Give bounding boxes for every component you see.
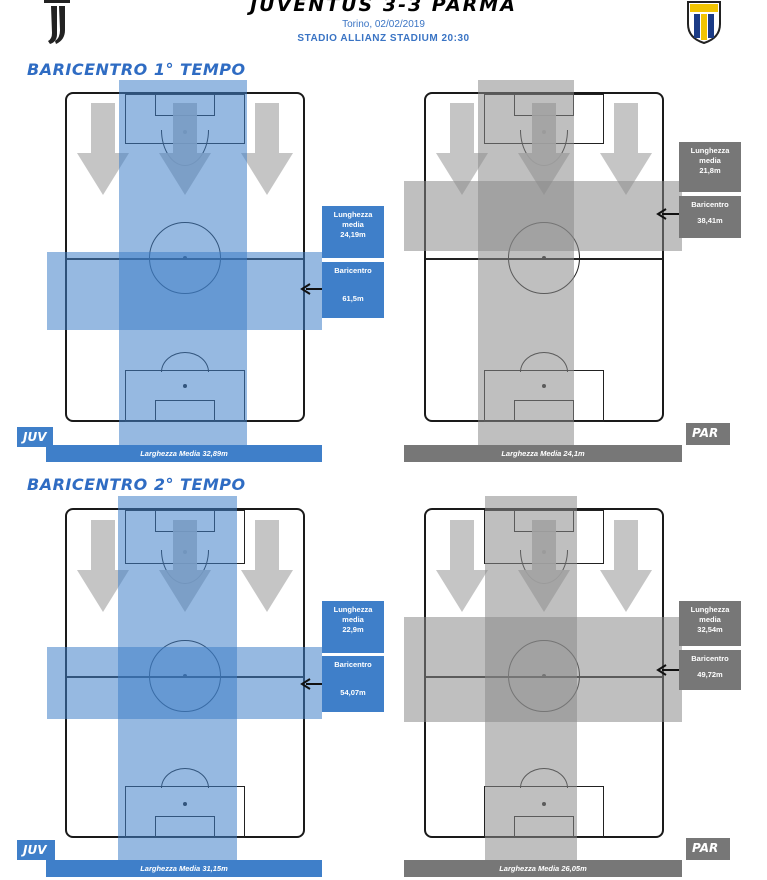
info-baricentro-juv-first-half: Baricentro 61,5m — [322, 262, 384, 318]
lunghezza-value: 32,54m — [697, 625, 723, 634]
baricentro-value: 38,41m — [697, 216, 723, 225]
baricentro-arrow-icon — [656, 664, 682, 676]
length-band-par-second-half — [404, 617, 682, 722]
match-title: JUVENTUS 3-3 PARMA — [250, 0, 517, 16]
info-lunghezza-par-first-half: Lunghezza media 21,8m — [679, 142, 741, 192]
lunghezza-value: 24,19m — [340, 230, 366, 239]
baricentro-label: Baricentro — [334, 266, 372, 275]
baricentro-arrow-icon — [656, 208, 682, 220]
lunghezza-value: 21,8m — [699, 166, 721, 175]
info-lunghezza-juv-second-half: Lunghezza media 22,9m — [322, 601, 384, 653]
section-title-second-half: BARICENTRO 2° TEMPO — [27, 475, 246, 494]
length-band-juv-second-half — [47, 647, 322, 719]
lunghezza-label: Lunghezza media — [333, 210, 373, 229]
baricentro-value: 61,5m — [342, 294, 364, 303]
lunghezza-value: 22,9m — [342, 625, 364, 634]
info-lunghezza-juv-first-half: Lunghezza media 24,19m — [322, 206, 384, 258]
info-baricentro-juv-second-half: Baricentro 54,07m — [322, 656, 384, 712]
lunghezza-label: Lunghezza media — [690, 146, 730, 165]
baricentro-label: Baricentro — [691, 200, 729, 209]
baricentro-label: Baricentro — [691, 654, 729, 663]
larghezza-bar-par-second-half: Larghezza Media 26,05m — [404, 860, 682, 877]
baricentro-value: 49,72m — [697, 670, 723, 679]
width-band-par-first-half — [478, 80, 574, 455]
team-tag-juv: JUV — [17, 840, 55, 860]
match-date: Torino, 02/02/2019 — [342, 19, 425, 30]
length-band-par-first-half — [404, 181, 682, 251]
info-lunghezza-par-second-half: Lunghezza media 32,54m — [679, 601, 741, 646]
baricentro-value: 54,07m — [340, 688, 366, 697]
match-stadium: STADIO ALLIANZ STADIUM 20:30 — [297, 33, 470, 44]
length-band-juv-first-half — [47, 252, 322, 330]
team-tag-par: PAR — [686, 838, 730, 860]
team-tag-par: PAR — [686, 423, 730, 445]
juventus-logo — [42, 0, 72, 46]
info-baricentro-par-first-half: Baricentro 38,41m — [679, 196, 741, 238]
baricentro-label: Baricentro — [334, 660, 372, 669]
larghezza-bar-par-first-half: Larghezza Media 24,1m — [404, 445, 682, 462]
section-title-first-half: BARICENTRO 1° TEMPO — [27, 60, 246, 79]
parma-logo — [686, 0, 722, 45]
larghezza-bar-juv-second-half: Larghezza Media 31,15m — [46, 860, 322, 877]
lunghezza-label: Lunghezza media — [690, 605, 730, 624]
larghezza-bar-juv-first-half: Larghezza Media 32,89m — [46, 445, 322, 462]
team-tag-juv: JUV — [17, 427, 53, 447]
info-baricentro-par-second-half: Baricentro 49,72m — [679, 650, 741, 690]
lunghezza-label: Lunghezza media — [333, 605, 373, 624]
